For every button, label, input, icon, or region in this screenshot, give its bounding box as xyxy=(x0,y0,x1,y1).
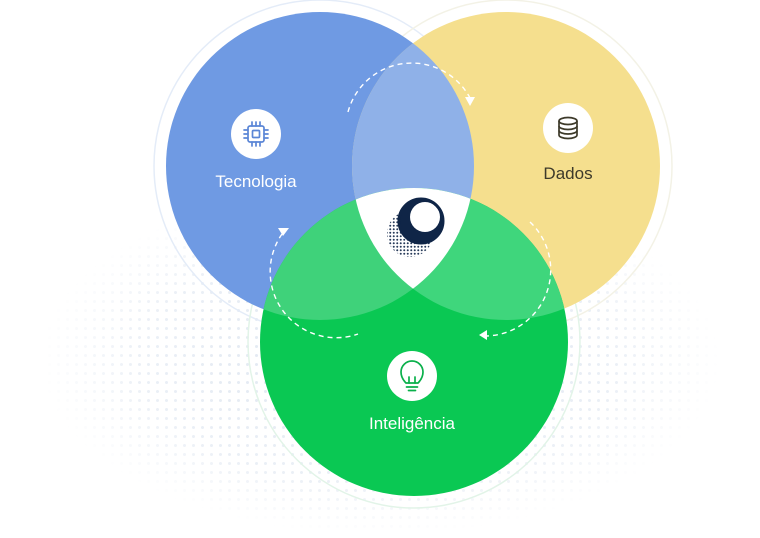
node-inteligencia: Inteligência xyxy=(369,351,456,433)
icon-badge-dados xyxy=(543,103,593,153)
dashed-arc-top xyxy=(347,62,471,113)
dashed-arc-right xyxy=(483,221,552,337)
arrow-heads xyxy=(278,97,487,340)
label-dados: Dados xyxy=(543,164,592,183)
dashed-arc-left xyxy=(269,233,359,339)
arrow-head-left-icon xyxy=(278,228,289,236)
chip-icon xyxy=(243,121,269,147)
flow-arrows xyxy=(269,62,552,339)
arrow-head-right-icon xyxy=(479,330,487,340)
database-icon xyxy=(558,116,578,140)
icon-badge-inteligencia xyxy=(387,351,437,401)
label-tecnologia: Tecnologia xyxy=(215,172,297,191)
node-tecnologia: Tecnologia xyxy=(215,109,297,191)
lightbulb-icon xyxy=(400,360,424,392)
label-inteligencia: Inteligência xyxy=(369,414,456,433)
node-dados: Dados xyxy=(543,103,593,183)
icon-badge-tecnologia xyxy=(231,109,281,159)
circle-logo-icon xyxy=(387,197,445,257)
arrow-head-top-icon xyxy=(465,97,475,106)
